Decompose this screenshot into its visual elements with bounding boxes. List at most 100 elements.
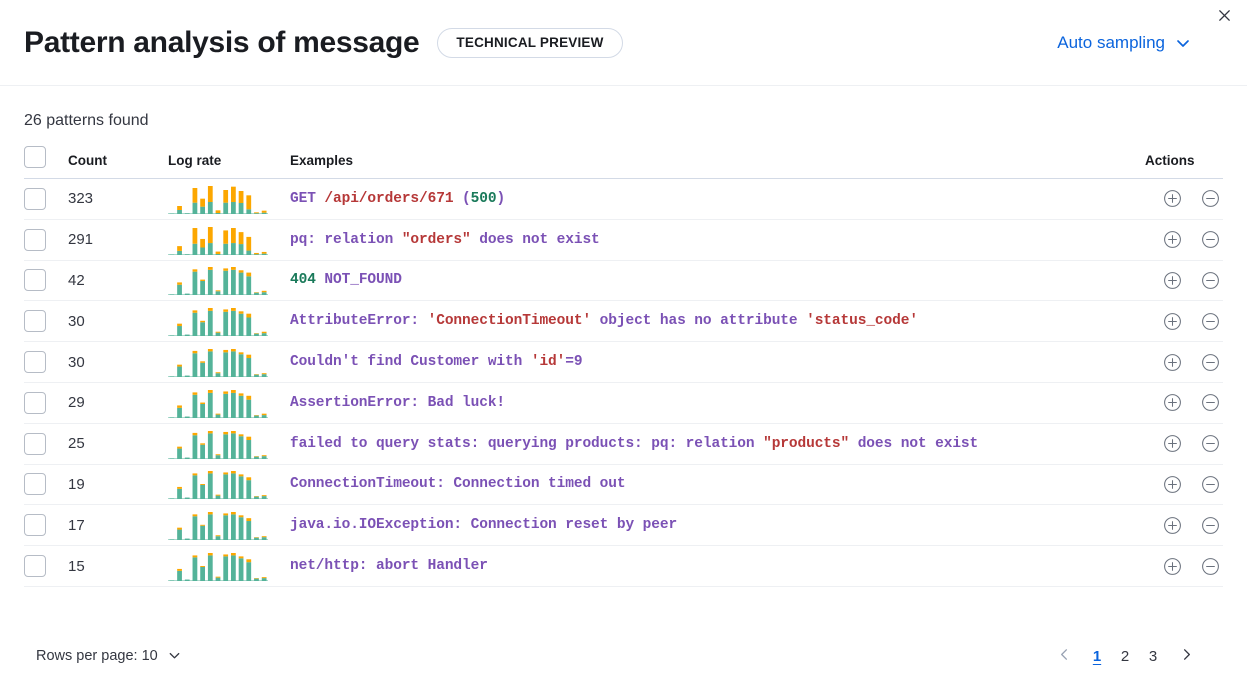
status-badge: TECHNICAL PREVIEW: [437, 27, 623, 58]
row-select-cell: [24, 300, 68, 343]
row-select-cell: [24, 260, 68, 302]
table-header: Count Log rate Examples Actions: [24, 146, 1223, 179]
row-checkbox[interactable]: [24, 187, 46, 210]
rows-per-page-button[interactable]: Rows per page: 10: [24, 644, 193, 668]
patterns-found-count: 26 patterns found: [24, 112, 149, 129]
table-row[interactable]: 25 failed to query stats: querying produc…: [24, 423, 1223, 465]
minus-circle-icon[interactable]: [1197, 267, 1223, 293]
minus-circle-icon[interactable]: [1197, 349, 1223, 375]
row-count: 30: [68, 300, 168, 343]
plus-circle-icon[interactable]: [1159, 186, 1185, 212]
plus-circle-icon[interactable]: [1159, 553, 1185, 579]
minus-circle-icon[interactable]: [1197, 227, 1223, 253]
row-actions: [1145, 382, 1223, 424]
select-all-checkbox[interactable]: [24, 146, 46, 168]
row-example-message: 404 NOT_FOUND: [290, 260, 1145, 302]
message-token: ConnectionTimeout: Connection timed out: [290, 476, 626, 493]
minus-circle-icon[interactable]: [1197, 390, 1223, 416]
pagination-page-2[interactable]: 2: [1111, 641, 1139, 671]
message-token: does not exist: [849, 435, 979, 452]
plus-circle-icon[interactable]: [1159, 512, 1185, 538]
pagination-prev-button[interactable]: [1049, 641, 1079, 671]
row-count: 30: [68, 341, 168, 383]
actions-header: Actions: [1145, 146, 1223, 179]
log-rate-sparkline: [168, 260, 290, 302]
minus-circle-icon[interactable]: [1197, 471, 1223, 497]
plus-circle-icon[interactable]: [1159, 267, 1185, 293]
minus-circle-icon[interactable]: [1197, 431, 1223, 457]
row-checkbox[interactable]: [24, 228, 46, 251]
row-checkbox[interactable]: [24, 351, 46, 374]
log-rate-sparkline: [168, 178, 290, 220]
message-token: java.io.IOException: Connection reset by…: [290, 517, 678, 534]
row-count: 25: [68, 423, 168, 465]
row-count: 291: [68, 219, 168, 261]
log-rate-sparkline: [168, 464, 290, 506]
pagination-page-3[interactable]: 3: [1139, 641, 1167, 671]
row-example-message: failed to query stats: querying products…: [290, 423, 1145, 465]
row-select-cell: [24, 464, 68, 506]
plus-circle-icon[interactable]: [1159, 390, 1185, 416]
table-row[interactable]: 30 Couldn't find Customer with 'id'=9: [24, 341, 1223, 383]
row-checkbox[interactable]: [24, 310, 46, 333]
log-rate-sparkline: [168, 382, 290, 424]
plus-circle-icon[interactable]: [1159, 349, 1185, 375]
row-checkbox[interactable]: [24, 514, 46, 537]
minus-circle-icon[interactable]: [1197, 553, 1223, 579]
row-select-cell: [24, 341, 68, 383]
message-token: (: [453, 190, 471, 207]
row-actions: [1145, 219, 1223, 261]
minus-circle-icon[interactable]: [1197, 186, 1223, 212]
message-token: /api/orders/671: [324, 190, 454, 207]
row-count: 323: [68, 178, 168, 220]
minus-circle-icon[interactable]: [1197, 512, 1223, 538]
plus-circle-icon[interactable]: [1159, 308, 1185, 334]
row-checkbox[interactable]: [24, 432, 46, 455]
message-token: NOT_FOUND: [315, 272, 402, 289]
row-example-message: ConnectionTimeout: Connection timed out: [290, 464, 1145, 506]
row-checkbox[interactable]: [24, 473, 46, 496]
flyout-body: 26 patterns found Count Log rate Example…: [0, 86, 1247, 587]
message-token: does not exist: [470, 231, 600, 248]
pagination-next-button[interactable]: [1171, 641, 1201, 671]
row-checkbox[interactable]: [24, 391, 46, 414]
message-token: =9: [565, 354, 583, 371]
page-title: Pattern analysis of message: [24, 25, 420, 59]
message-token: failed to query stats: querying products…: [290, 435, 764, 452]
count-header[interactable]: Count: [68, 146, 168, 179]
auto-sampling-button[interactable]: Auto sampling: [1051, 32, 1197, 54]
row-select-cell: [24, 382, 68, 424]
rows-per-page-label: Rows per page: 10: [36, 648, 158, 664]
row-checkbox[interactable]: [24, 269, 46, 292]
plus-circle-icon[interactable]: [1159, 227, 1185, 253]
row-example-message: Couldn't find Customer with 'id'=9: [290, 341, 1145, 383]
message-token: AssertionError: Bad luck!: [290, 394, 506, 411]
row-actions: [1145, 341, 1223, 383]
plus-circle-icon[interactable]: [1159, 471, 1185, 497]
minus-circle-icon[interactable]: [1197, 308, 1223, 334]
row-select-cell: [24, 504, 68, 547]
row-checkbox[interactable]: [24, 555, 46, 578]
message-token: 'status_code': [806, 313, 918, 330]
auto-sampling-label: Auto sampling: [1057, 32, 1165, 52]
examples-header[interactable]: Examples: [290, 146, 1145, 179]
row-select-cell: [24, 423, 68, 465]
close-icon: [1217, 8, 1232, 26]
log-rate-header[interactable]: Log rate: [168, 146, 290, 179]
message-token: 500: [470, 190, 497, 207]
pagination-page-1[interactable]: 1: [1083, 641, 1111, 671]
log-rate-sparkline: [168, 341, 290, 383]
plus-circle-icon[interactable]: [1159, 431, 1185, 457]
close-button[interactable]: [1211, 4, 1237, 30]
